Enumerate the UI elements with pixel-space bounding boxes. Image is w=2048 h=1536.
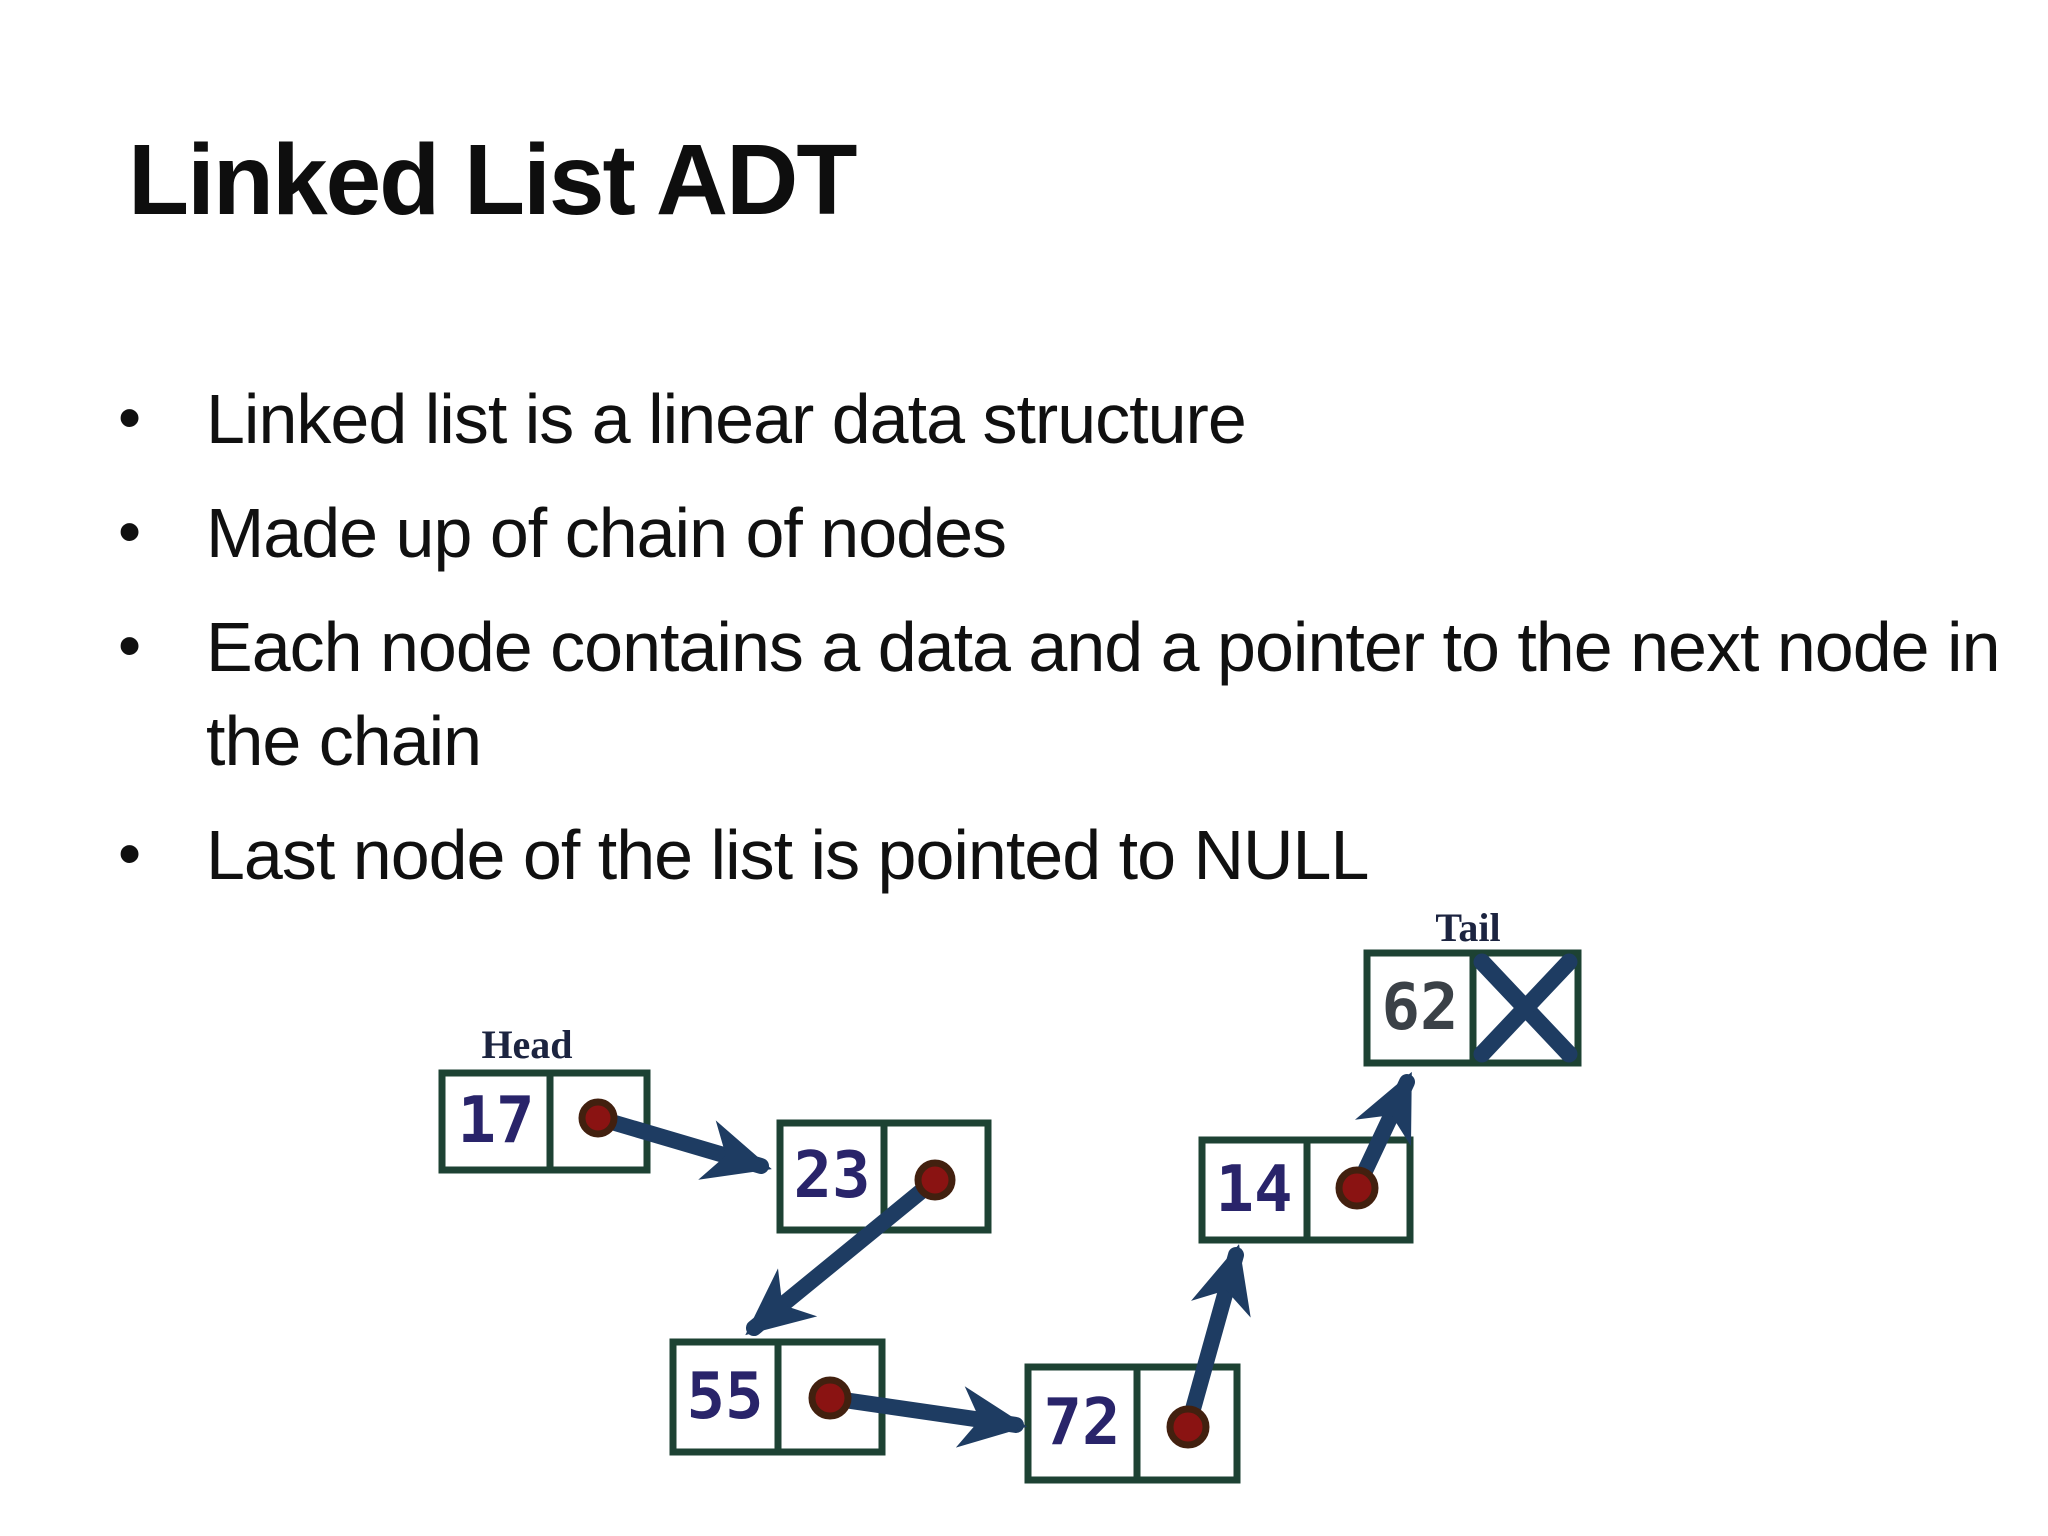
- bullet-list: Linked list is a linear data structure M…: [96, 370, 2001, 922]
- next-pointer-arrow: [590, 1110, 772, 1180]
- node-value: 17: [457, 1084, 534, 1158]
- pointer-dot: [1335, 1166, 1379, 1210]
- bullet-item: Each node contains a data and a pointer …: [96, 598, 2001, 788]
- pointer-dot: [914, 1159, 956, 1201]
- linked-list-node-tail: 62: [1363, 949, 1582, 1067]
- next-pointer-arrow: [822, 1386, 1028, 1448]
- pointer-dot: [578, 1098, 618, 1138]
- next-pointer-arrow: [745, 1172, 943, 1336]
- next-pointer-arrow: [1180, 1244, 1251, 1435]
- bullet-item: Made up of chain of nodes: [96, 484, 2000, 580]
- node-value: 23: [793, 1139, 870, 1213]
- tail-label: Tail: [1435, 905, 1500, 950]
- null-cross-icon: [1473, 953, 1578, 1063]
- pointer-dot: [808, 1376, 852, 1420]
- node-value: 72: [1043, 1386, 1120, 1460]
- pointer-dot: [1166, 1405, 1210, 1449]
- bullet-item: Linked list is a linear data structure: [96, 370, 2000, 466]
- bullet-item: Last node of the list is pointed to NULL: [96, 806, 2000, 902]
- node-value: 14: [1215, 1153, 1292, 1227]
- page-title: Linked List ADT: [128, 124, 857, 236]
- node-value: 62: [1381, 971, 1458, 1045]
- node-value: 55: [686, 1360, 763, 1434]
- head-label: Head: [481, 1022, 572, 1067]
